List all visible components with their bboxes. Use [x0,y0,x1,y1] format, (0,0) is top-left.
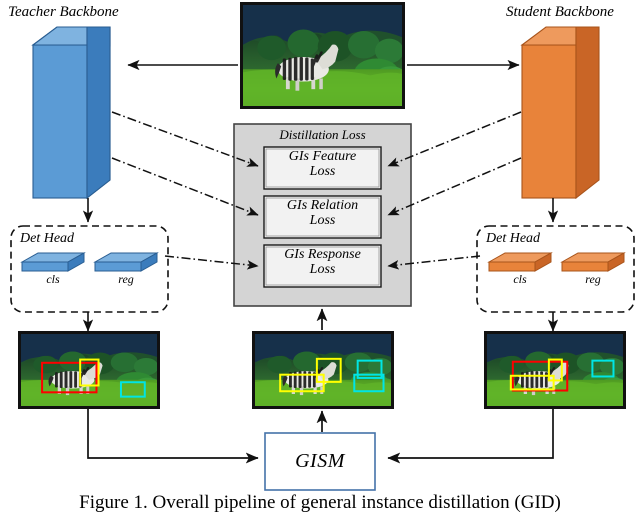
dashdot-student-backbone-to-feature-loss [387,111,522,167]
teacher-det-head-container [10,225,169,313]
gis-feature-loss-line2: Loss [309,163,336,179]
teacher-output-bbox-background-cyan [119,381,146,398]
teacher-output-bbox-gt-red [41,361,98,394]
teacher-det-head-label: Det Head [20,231,75,246]
gis-relation-loss-line1: GIs Relation [286,198,359,213]
student-output-photo [484,331,626,409]
distillation-loss-title: Distillation Loss [279,127,366,142]
gis-response-loss-line2: Loss [309,261,336,277]
student-output-bbox-instance-yellow [547,358,563,382]
dashdot-student-dethead-to-response-loss [387,255,481,270]
arrow-student-output-to-gism [387,409,554,464]
loss-box-response [263,244,382,288]
detection-boxes-layer [41,357,615,398]
gis-feature-loss-label: GIs Feature Loss [264,149,381,179]
gism-output-bbox-background-cyan [353,373,385,393]
teacher-backbone-box [31,26,111,200]
teacher-slab-cls [20,252,86,272]
gis-response-loss-line1: GIs Response [284,247,361,262]
student-backbone-title: Student Backbone [506,4,614,20]
teacher-slab-reg [93,252,159,272]
teacher-slab-cls-label: cls [46,272,60,286]
student-slab-cls-label: cls [513,272,527,286]
gism-label: GISM [295,450,345,472]
gism-output-bbox-instance-yellow [279,373,325,393]
loss-box-feature [263,146,382,190]
gis-feature-loss-line1: GIs Feature [288,149,357,164]
dashdot-teacher-backbone-to-feature-loss [111,111,259,167]
arrow-teacher-output-to-gism [87,409,259,464]
gis-response-loss-label: GIs Response Loss [264,247,381,277]
gism-output-bbox-background-cyan [356,359,383,379]
gis-relation-loss-label: GIs Relation Loss [264,198,381,228]
loss-box-relation [263,195,382,239]
student-slab-reg [560,252,626,272]
student-det-head-container [476,225,635,313]
teacher-output-bbox-instance-yellow [79,358,100,387]
student-output-bbox-background-cyan [591,359,615,378]
gism-output-photo [252,331,394,409]
figure-caption: Figure 1. Overall pipeline of general in… [79,492,561,513]
gis-relation-loss-line2: Loss [309,212,336,228]
student-backbone-box [520,26,600,200]
gism-output-bbox-instance-yellow [315,357,342,383]
student-det-head-label: Det Head [486,231,541,246]
dashdot-teacher-dethead-to-response-loss [164,255,259,270]
dashdot-student-backbone-to-relation-loss [387,157,522,216]
student-output-bbox-instance-yellow [509,374,555,391]
student-slab-reg-label: reg [585,272,601,286]
gism-box[interactable] [264,432,376,491]
input-photo [240,2,405,109]
teacher-slab-reg-label: reg [118,272,134,286]
student-slab-cls [487,252,553,272]
teacher-backbone-title: Teacher Backbone [8,4,119,20]
